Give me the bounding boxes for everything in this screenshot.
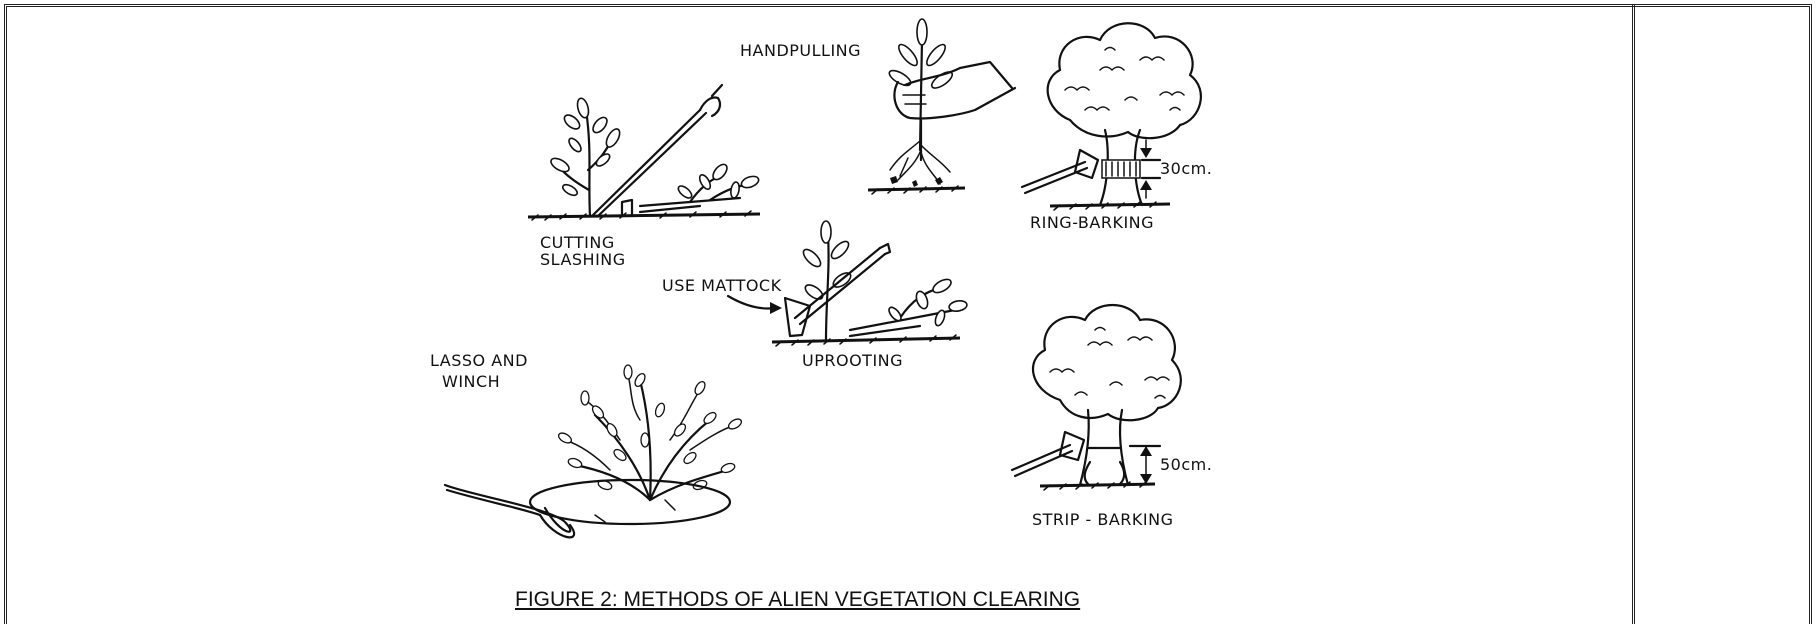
label-uprooting: UPROOTING	[802, 351, 903, 370]
figure-caption: FIGURE 2: METHODS OF ALIEN VEGETATION CL…	[515, 588, 1080, 612]
label-winch: WINCH	[442, 372, 500, 391]
label-slashing: SLASHING	[540, 250, 626, 269]
label-strip-barking: STRIP - BARKING	[1032, 510, 1173, 529]
label-ring-barking: RING-BARKING	[1030, 213, 1154, 232]
label-strip-measure: 50cm.	[1160, 455, 1212, 474]
label-handpulling: HANDPULLING	[740, 41, 861, 60]
handpulling-sketch	[868, 19, 1015, 194]
cutting-slashing-sketch	[528, 85, 760, 220]
label-lasso-and: LASSO AND	[430, 351, 528, 370]
ring-barking-sketch	[1022, 23, 1201, 210]
label-use-mattock: USE MATTOCK	[662, 276, 782, 295]
label-ring-measure: 30cm.	[1160, 159, 1212, 178]
strip-barking-sketch	[1012, 305, 1181, 490]
